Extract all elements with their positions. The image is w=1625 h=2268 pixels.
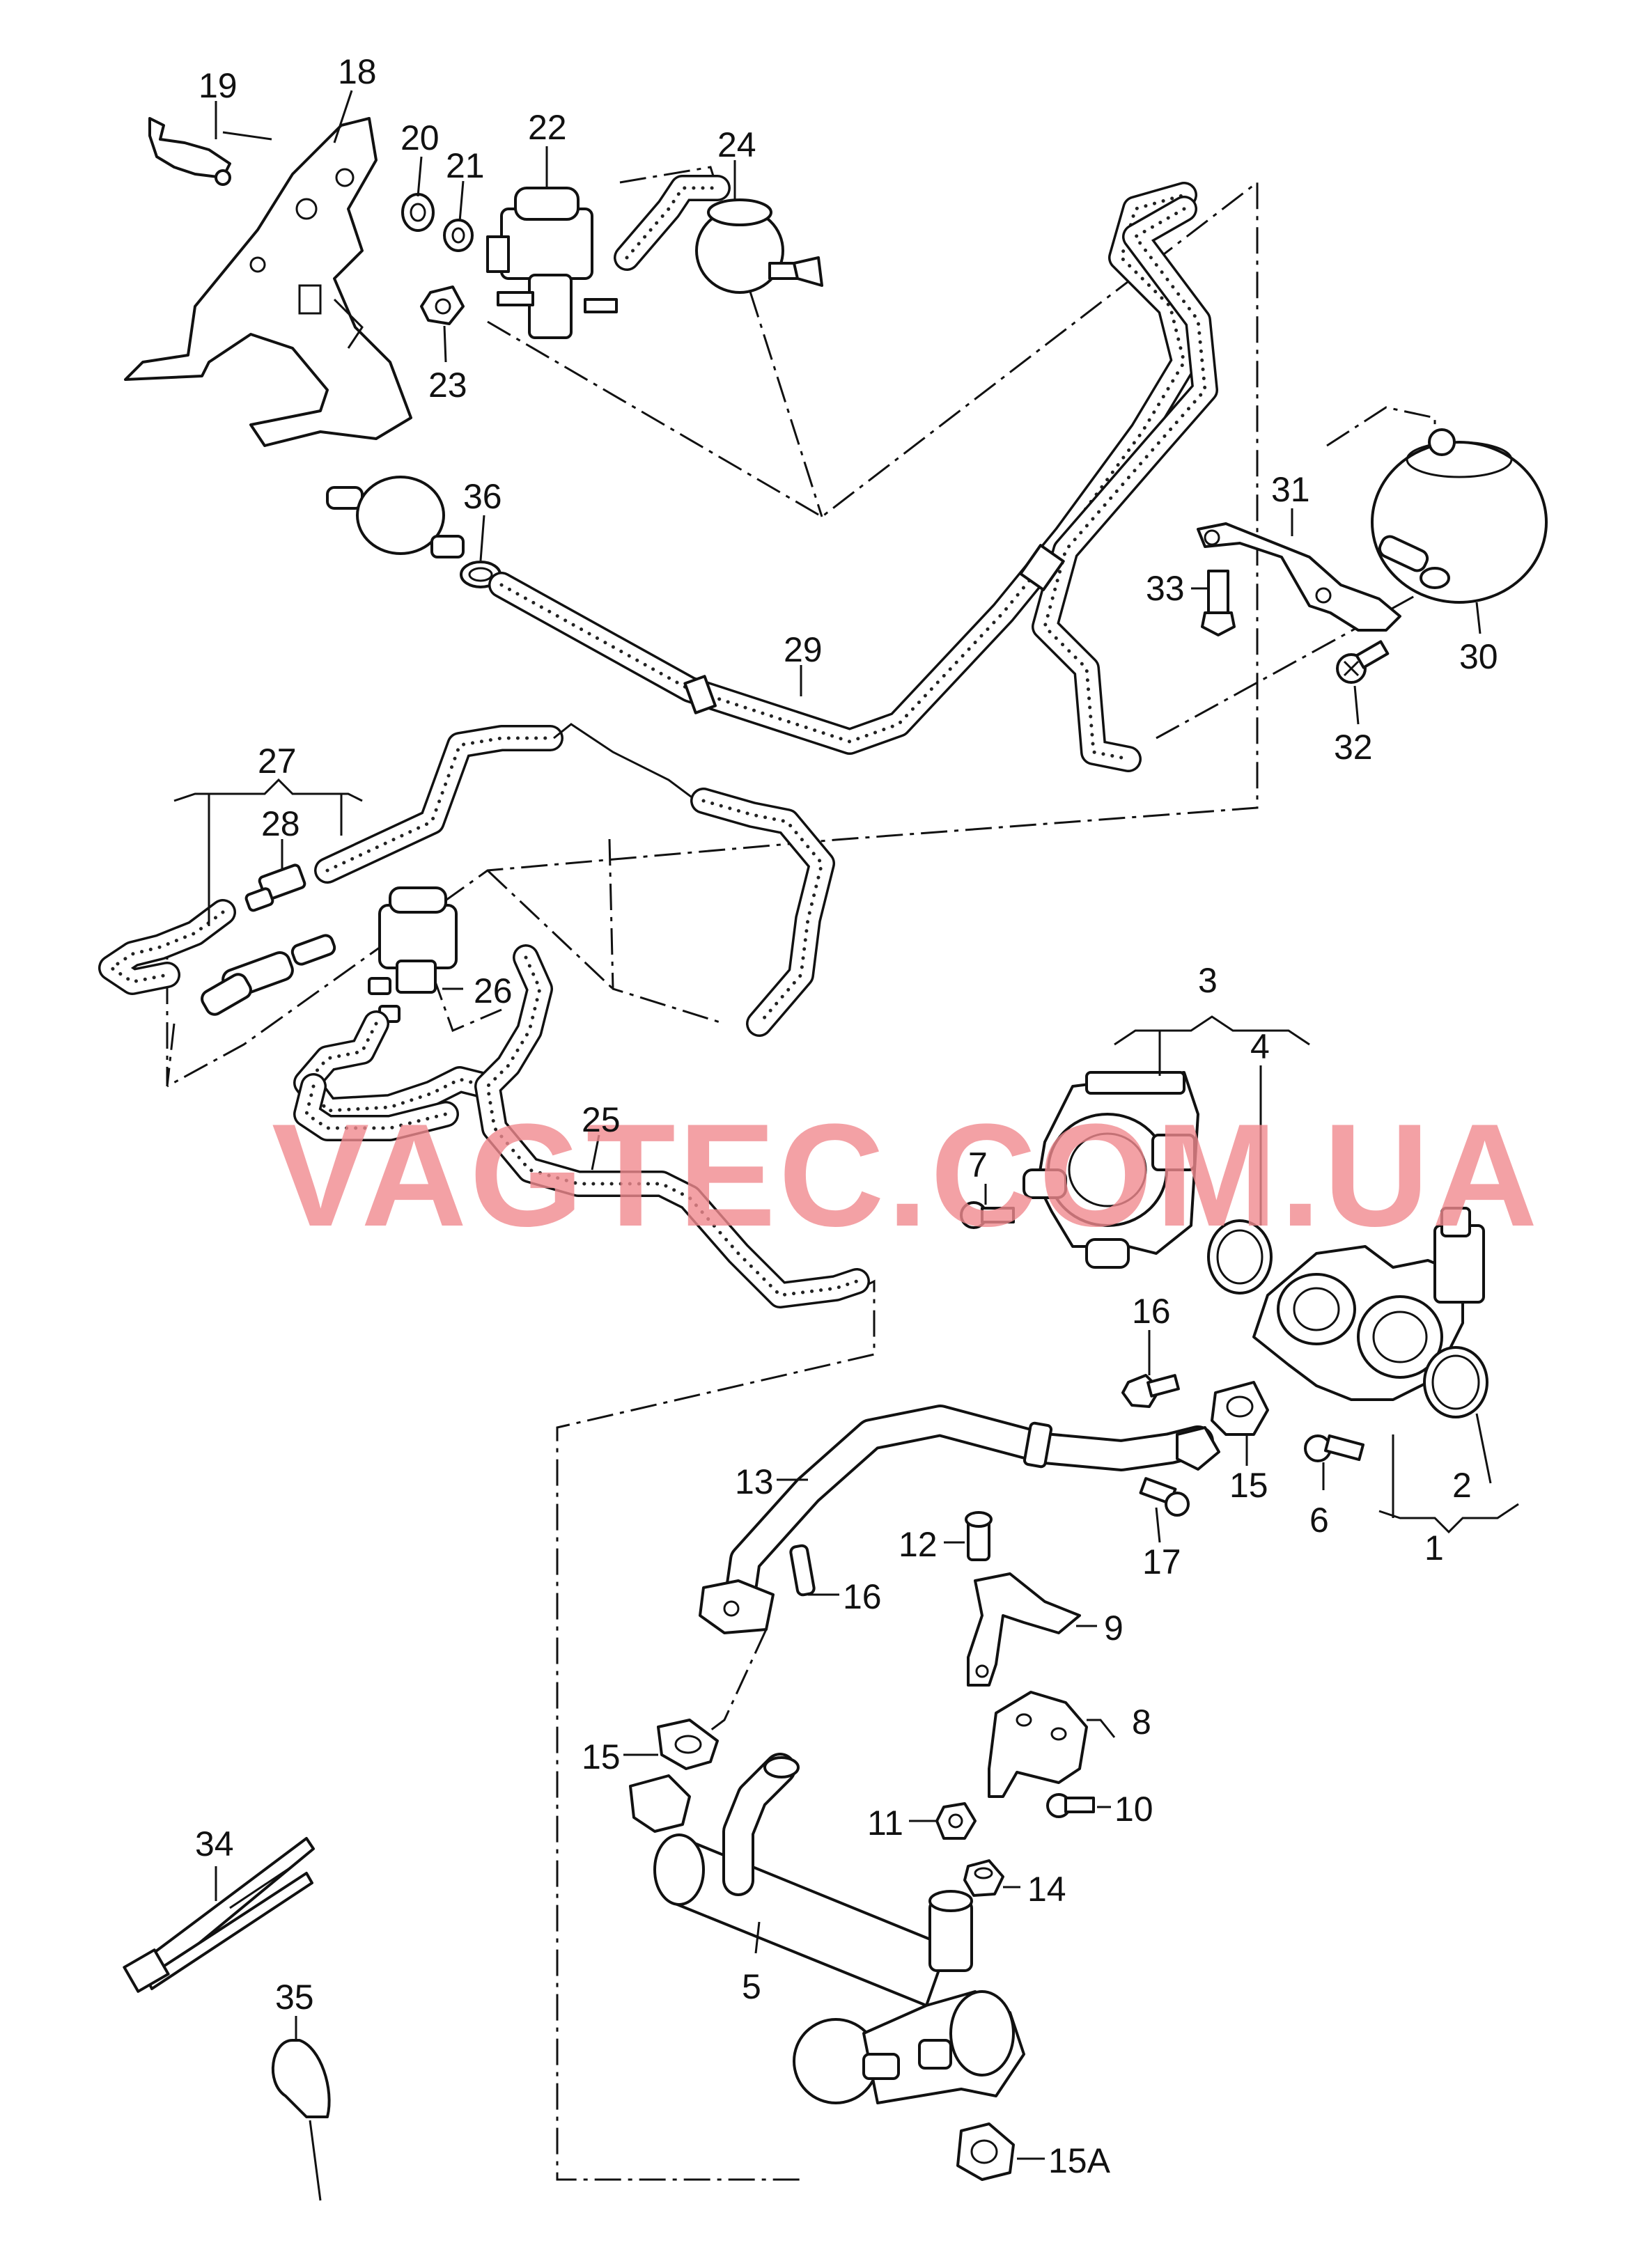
callout-13: 13 [735, 1462, 774, 1501]
leader-lines [173, 90, 1519, 2160]
callout-5: 5 [742, 1967, 761, 2006]
cable-tie-34 [123, 1837, 315, 1993]
callout-16-upper: 16 [1132, 1292, 1171, 1331]
callout-31: 31 [1271, 470, 1310, 509]
callout-labels: 1 2 3 4 5 6 7 8 9 10 11 12 13 14 15 15 1… [195, 52, 1498, 2180]
callout-3: 3 [1198, 961, 1218, 1000]
callout-23: 23 [428, 366, 467, 405]
bolt-33 [1201, 570, 1236, 636]
callout-6: 6 [1309, 1501, 1329, 1540]
egr-cooler-5 [629, 1753, 1025, 2104]
reservoir-30 [1371, 428, 1548, 604]
callout-15-lower: 15 [582, 1737, 621, 1776]
oring-4 [1207, 1219, 1273, 1295]
bolt-10 [1046, 1793, 1095, 1818]
callout-30: 30 [1459, 637, 1498, 676]
hose-27-upper [314, 723, 835, 1037]
mounting-bracket-18 [124, 117, 412, 447]
callout-36: 36 [463, 477, 502, 516]
callout-2: 2 [1452, 1466, 1472, 1505]
callout-14: 14 [1027, 1870, 1066, 1909]
callout-4: 4 [1250, 1027, 1270, 1066]
callout-7: 7 [968, 1145, 988, 1184]
oring-2 [1423, 1346, 1488, 1418]
callout-24: 24 [717, 125, 756, 164]
bolt-7 [960, 1201, 1015, 1229]
callout-26: 26 [474, 971, 513, 1010]
callout-20: 20 [401, 118, 440, 157]
callout-17: 17 [1142, 1542, 1181, 1581]
pipe-13 [699, 1405, 1220, 1634]
hose-25 [474, 944, 870, 1308]
callout-10: 10 [1114, 1790, 1153, 1829]
callout-22: 22 [528, 108, 567, 147]
callout-35: 35 [275, 1978, 314, 2017]
bolt-17 [1139, 1477, 1190, 1517]
callout-16-lower: 16 [843, 1577, 882, 1616]
callout-18: 18 [338, 52, 377, 91]
nut-11 [935, 1802, 977, 1840]
callout-21: 21 [446, 146, 485, 185]
gasket-15-lower [657, 1719, 719, 1770]
bolt-16-upper [1121, 1374, 1180, 1408]
callout-27: 27 [258, 742, 297, 781]
connector-28 [244, 863, 306, 912]
callout-15A: 15A [1048, 2141, 1111, 2180]
screw-32 [1336, 640, 1390, 684]
bracket-19 [148, 117, 272, 186]
callout-12: 12 [899, 1525, 938, 1564]
hose-27-lower [98, 899, 336, 1016]
watermark-text: VAGTEC.COM.UA [272, 1093, 1540, 1257]
callout-33: 33 [1146, 569, 1185, 608]
hose-24-link [614, 175, 731, 271]
callout-11: 11 [867, 1804, 903, 1843]
callout-8: 8 [1132, 1703, 1151, 1742]
callout-25: 25 [582, 1100, 621, 1139]
bracket-8 [988, 1691, 1088, 1798]
bracket-31 [1197, 522, 1401, 632]
callout-9: 9 [1104, 1609, 1123, 1648]
solenoid-valve-22 [486, 187, 618, 339]
throttle-housing-3 [1023, 1071, 1199, 1269]
filter-36 [326, 476, 465, 558]
hose-29 [488, 182, 1218, 772]
nut-14 [963, 1859, 1004, 1897]
bolt-16-lower [789, 1544, 816, 1597]
gasket-15-upper [1211, 1381, 1269, 1436]
cable-tie-35 [271, 2039, 331, 2201]
nut-21 [443, 219, 474, 252]
callout-19: 19 [199, 66, 238, 105]
callout-1: 1 [1424, 1528, 1444, 1567]
nut-23 [420, 286, 465, 325]
bolt-6 [1304, 1434, 1364, 1462]
callout-28: 28 [261, 804, 300, 843]
callout-29: 29 [784, 630, 823, 669]
callout-34: 34 [195, 1824, 234, 1863]
gasket-15A [956, 2122, 1015, 2181]
callout-15-upper: 15 [1229, 1466, 1268, 1505]
callout-32: 32 [1334, 728, 1373, 767]
bolt-12 [965, 1511, 993, 1561]
egr-valve-1 [1252, 1207, 1485, 1401]
filter-24 [695, 198, 823, 294]
hose-26-loop [293, 1010, 501, 1141]
valve-26 [368, 886, 458, 1023]
grommet-20 [401, 193, 435, 232]
bracket-9 [967, 1572, 1081, 1687]
